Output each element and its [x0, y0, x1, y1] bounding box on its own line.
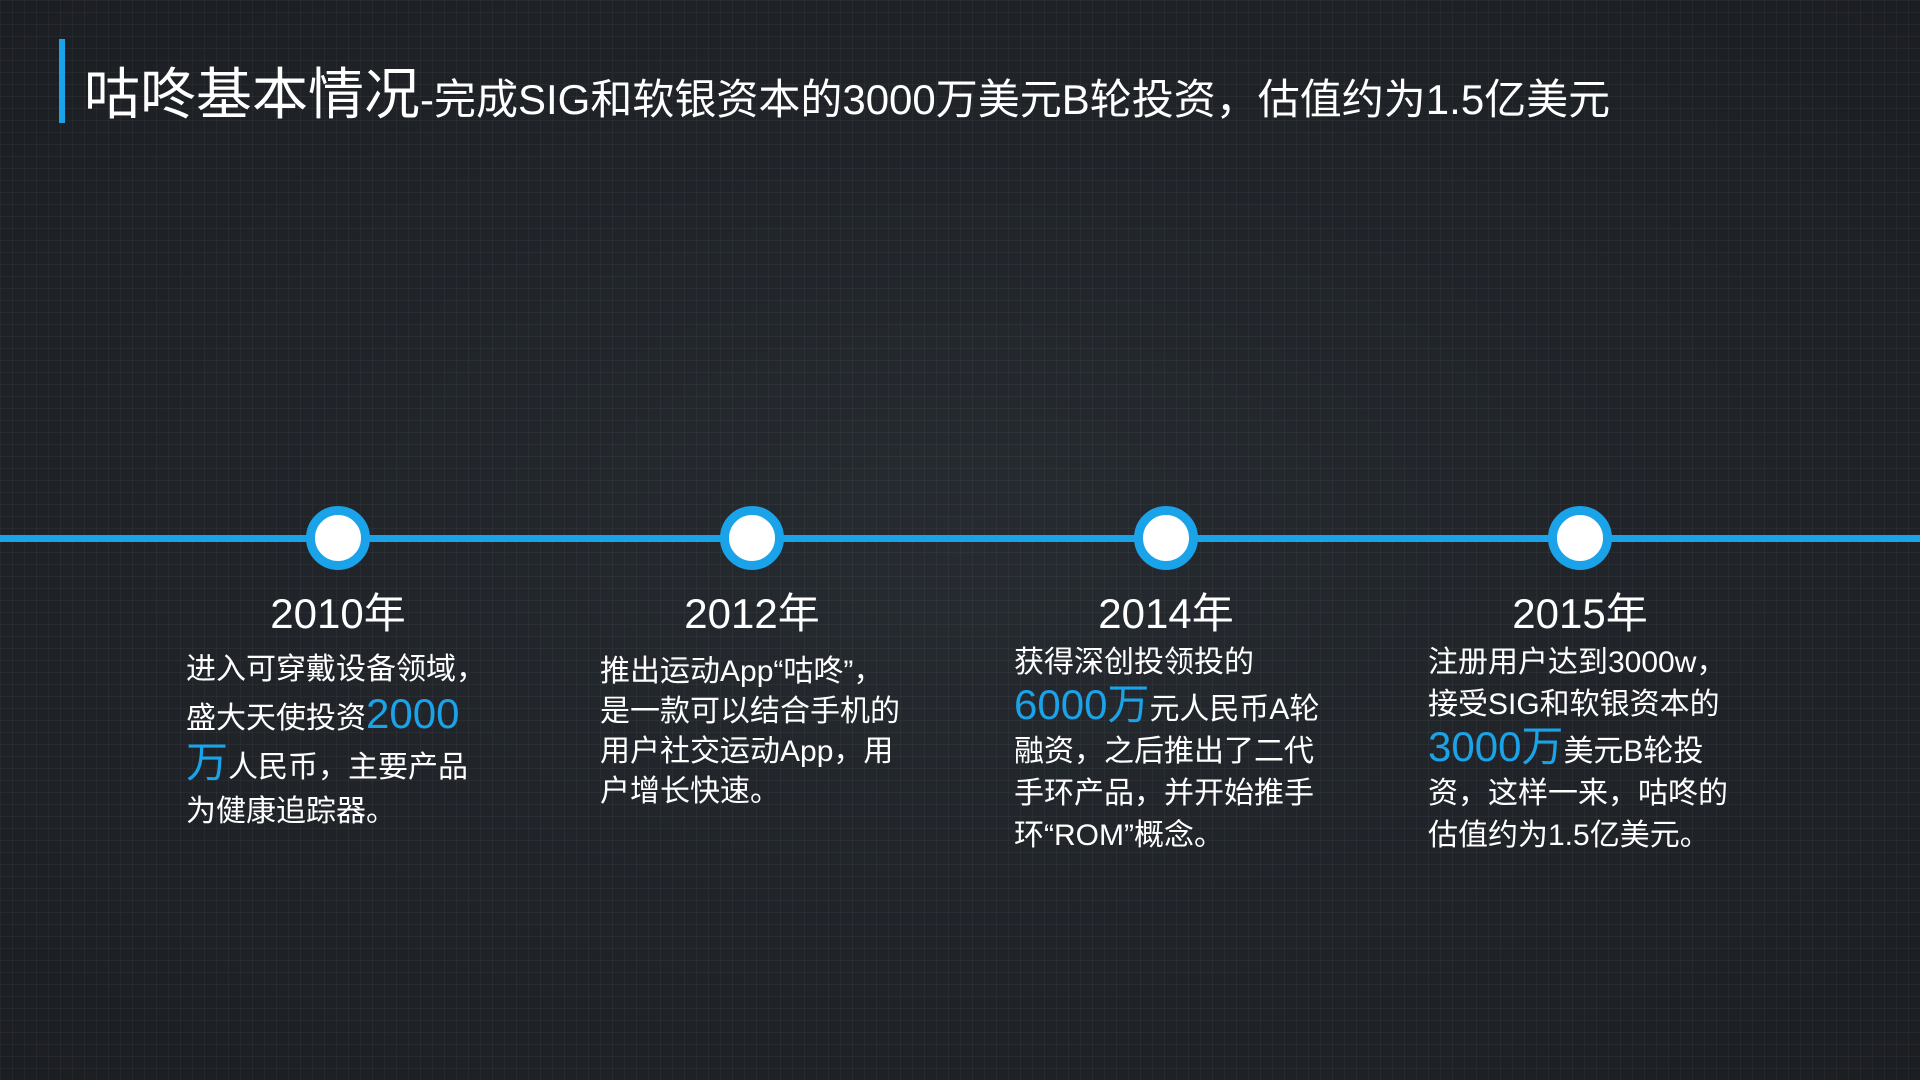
desc-text: 注册用户达到3000w，接受SIG和软银资本的 [1428, 646, 1727, 721]
year-label: 2012年 [684, 590, 820, 637]
desc-highlight: 3000万 [1428, 723, 1564, 770]
timeline-node-2015 [1548, 506, 1612, 570]
desc-text: 推出运动App“咕咚”，是一款可以结合手机的用户社交运动App，用户增长快速。 [600, 655, 900, 808]
desc-text: 美元B轮投资，这样一来，咕咚的估值约为1.5亿美元。 [1428, 735, 1728, 852]
timeline-node-2012 [720, 506, 784, 570]
page-title: 咕咚基本情况-完成SIG和软银资本的3000万美元B轮投资，估值约为1.5亿美元 [84, 50, 1610, 131]
desc-highlight: 2000万 [186, 690, 460, 786]
event-description: 推出运动App“咕咚”，是一款可以结合手机的用户社交运动App，用户增长快速。 [600, 652, 910, 812]
year-label: 2015年 [1512, 590, 1648, 637]
desc-text: 获得深创投领投的 [1014, 646, 1254, 679]
timeline-node-2014 [1134, 506, 1198, 570]
event-description: 进入可穿戴设备领域，盛大天使投资2000万人民币，主要产品为健康追踪器。 [186, 648, 486, 834]
desc-text: 元人民币A轮融资，之后推出了二代手环产品，并开始推手环“ROM”概念。 [1014, 693, 1320, 852]
desc-text: 人民币，主要产品为健康追踪器。 [186, 751, 469, 828]
title-accent-bar [59, 39, 65, 123]
desc-text: 进入可穿戴设备领域，盛大天使投资 [186, 653, 486, 735]
event-description: 注册用户达到3000w，接受SIG和软银资本的3000万美元B轮投资，这样一来，… [1428, 642, 1738, 857]
desc-highlight: 6000万 [1014, 681, 1150, 728]
title-subtitle: -完成SIG和软银资本的3000万美元B轮投资，估值约为1.5亿美元 [420, 76, 1611, 123]
year-label: 2014年 [1098, 590, 1234, 637]
title-main: 咕咚基本情况 [84, 63, 420, 126]
timeline-node-2010 [306, 506, 370, 570]
timeline-line [0, 535, 1920, 542]
year-label: 2010年 [270, 590, 406, 637]
